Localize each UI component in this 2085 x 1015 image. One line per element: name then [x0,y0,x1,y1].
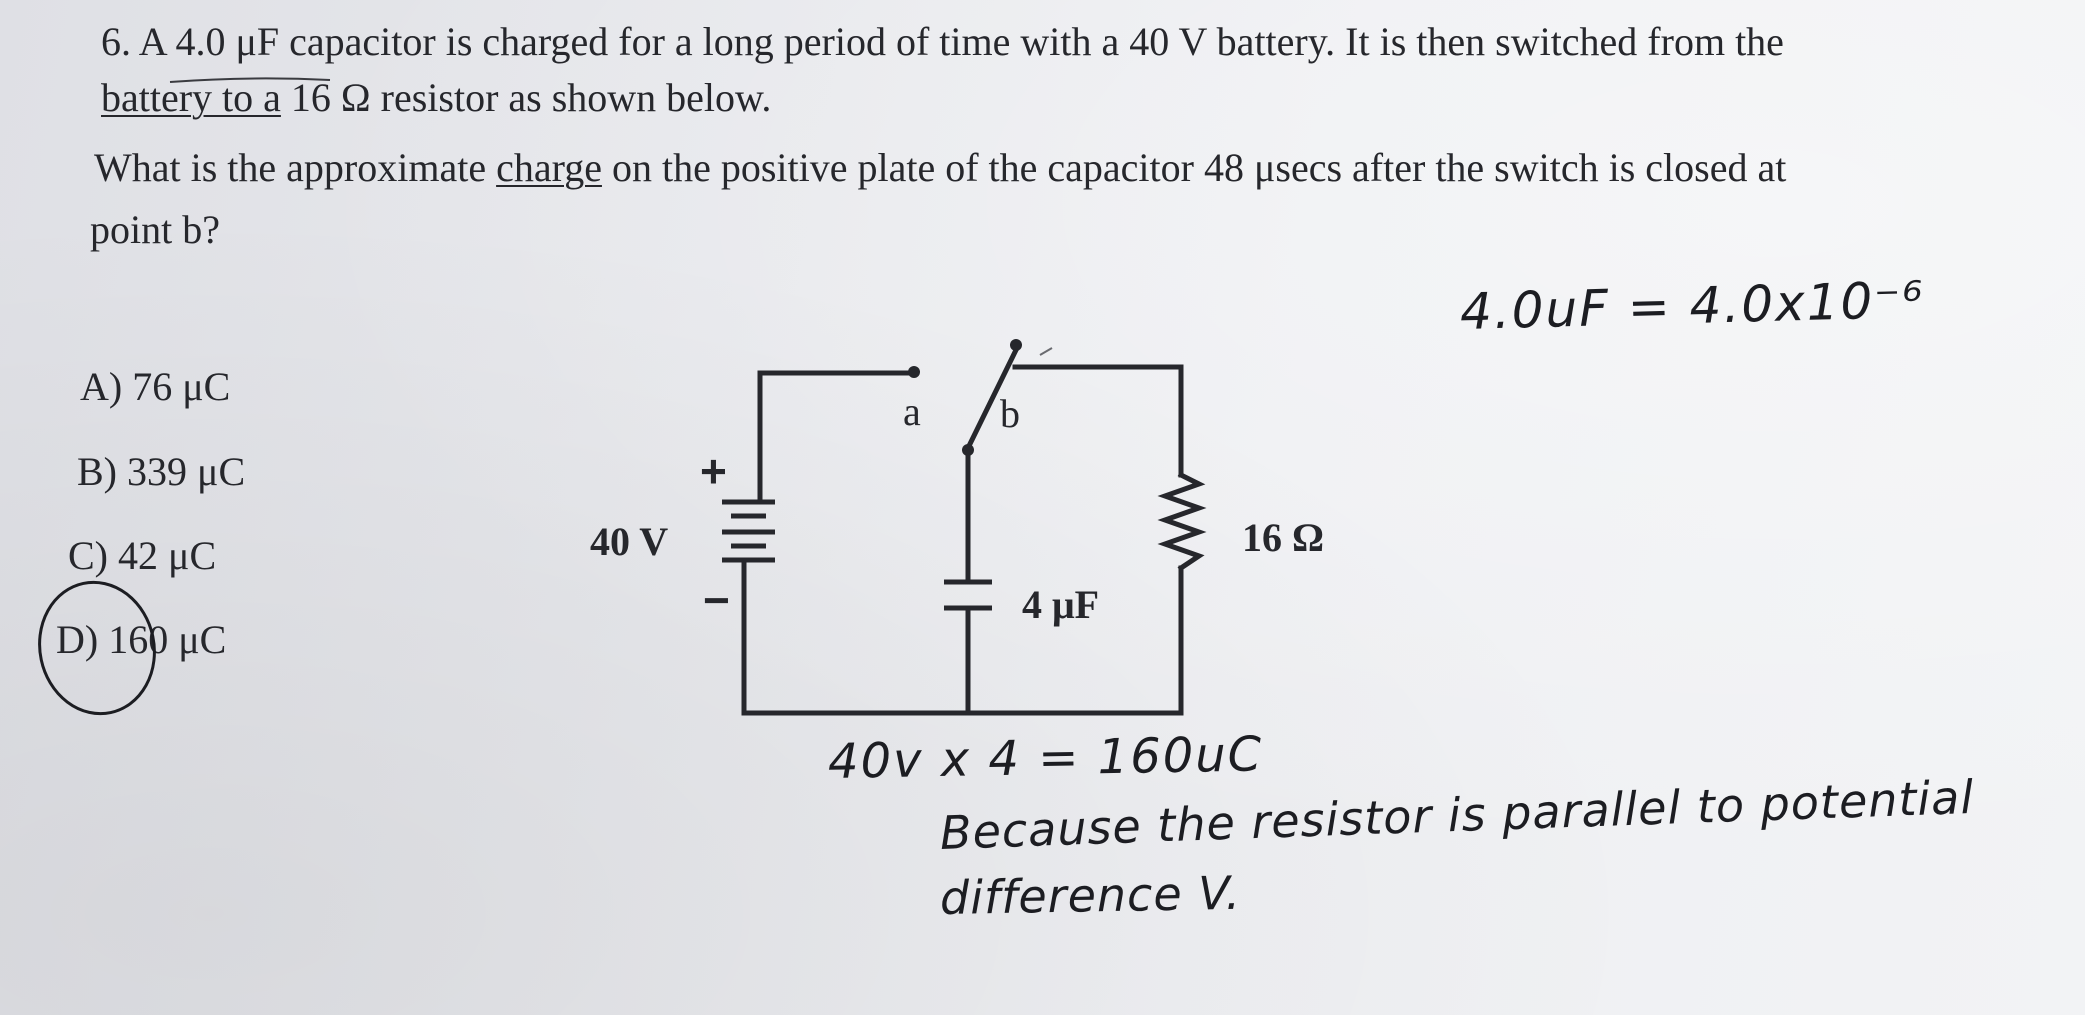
wire-top-right [1012,364,1184,478]
switch-terminal-b [1010,339,1022,351]
answer-circle-mark [38,580,156,716]
battery-minus-sign: − [703,574,730,626]
switch-label-b: b [1000,391,1020,436]
question-line-3-end: on the positive plate of the capacitor 4… [601,145,1787,190]
handwritten-overline [169,77,331,83]
question-line-2-rest: 16 Ω resistor as shown below. [280,75,772,120]
switch-pivot [962,444,974,456]
switch-blade [964,346,1020,452]
question-line-4: point b? [90,207,220,252]
handwritten-calculation: 40v x 4 = 160uC [827,726,1264,790]
question-underlined-phrase: battery to a [101,75,281,120]
choice-d[interactable]: D) 160 μC [56,617,227,662]
question-line-3: What is the approximate charge on the po… [94,148,1786,188]
wire-top-left [757,370,915,503]
handwritten-unit-conversion: 4.0uF = 4.0x10⁻⁶ [1459,270,1926,341]
choice-c[interactable]: C) 42 μC [68,533,217,578]
resistor-symbol [1157,471,1207,572]
question-underlined-charge: charge [496,145,602,190]
choice-b[interactable]: B) 339 μC [77,449,246,494]
pen-tick-mark [1039,347,1053,356]
question-line-3-start: What is the approximate [94,145,497,190]
question-line-1: 6. A 4.0 μF capacitor is charged for a l… [101,19,1784,64]
resistor-label: 16 Ω [1242,515,1325,560]
switch-terminal-a [908,366,920,378]
battery-voltage-label: 40 V [590,519,669,564]
choice-a[interactable]: A) 76 μC [80,364,231,409]
handwritten-note-line-2: difference V. [939,865,1242,925]
battery-plus-sign: + [700,445,727,497]
question-line-2: battery to a 16 Ω resistor as shown belo… [101,78,771,118]
capacitor-label: 4 μF [1022,582,1100,627]
switch-label-a: a [903,389,921,434]
